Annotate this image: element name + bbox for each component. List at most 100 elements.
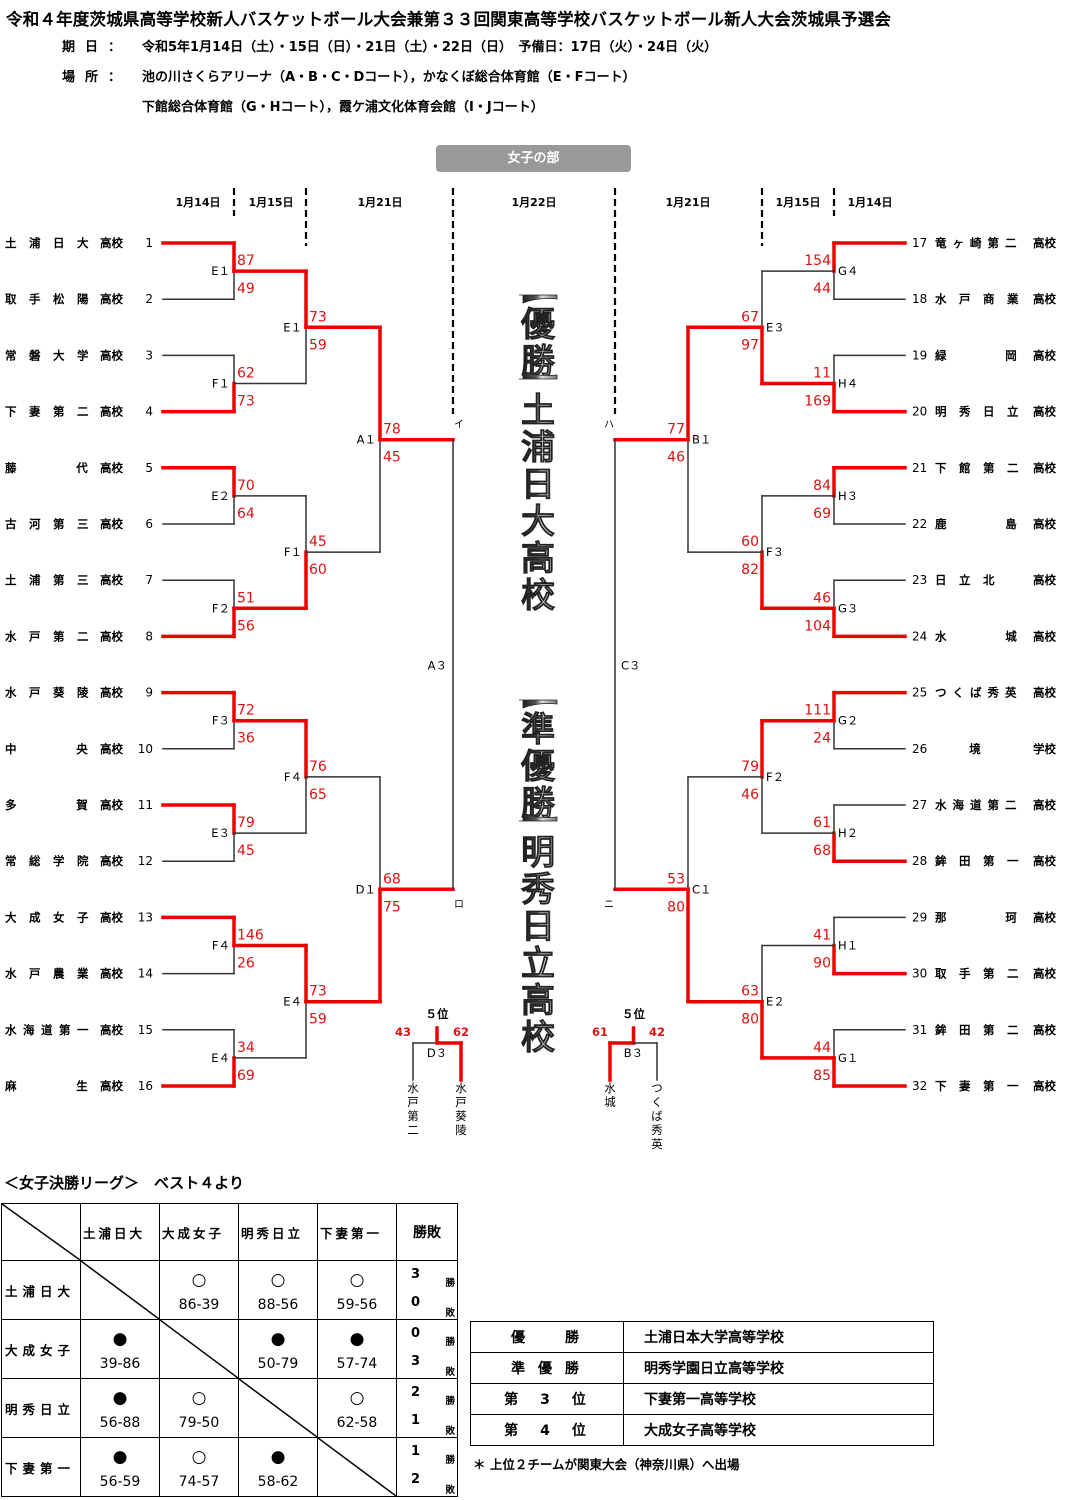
right-r1-match-7-bottom-score: 90 (813, 956, 831, 972)
ranking-school: 明秀学園日立高等学校 (623, 1352, 934, 1384)
team-name: 学 (77, 348, 89, 362)
losses-count: 1 (411, 1413, 421, 1428)
left-r1-match-5-top-score: 72 (237, 703, 255, 719)
runnerup-banner-char: 立 (521, 944, 555, 984)
team-name: 河 (29, 517, 41, 531)
team-name: 妻 (959, 1079, 971, 1093)
team-name: 第 (983, 1023, 995, 1037)
right-r2-match-3-top-score: 79 (741, 759, 759, 775)
team-number: 27 (912, 798, 927, 812)
right-r2-match-1-bottom-score: 97 (741, 337, 759, 353)
left-r2-match-1-court-label: E１ (283, 320, 302, 334)
team-number: 24 (912, 629, 927, 643)
team-suffix: 高校 (1033, 967, 1056, 981)
team-name: 院 (77, 854, 89, 868)
team-suffix: 高校 (1033, 629, 1056, 643)
league-score: 56-59 (99, 1473, 141, 1490)
ranking-school: 下妻第一高等学校 (623, 1383, 934, 1415)
league-result-cell: ●58-62 (238, 1437, 318, 1497)
team-name: 商 (983, 292, 995, 306)
left-r1-match-1-court-label: E１ (211, 264, 230, 278)
right-r1-match-7-top-score: 41 (813, 928, 831, 944)
right-r1-match-1-top-score: 154 (804, 253, 831, 269)
left-r2-match-4-top-score: 73 (309, 984, 327, 1000)
team-name: 日 (53, 236, 65, 250)
team-name: 水 (935, 292, 947, 306)
left-r1-match-8-bottom-score: 69 (237, 1068, 255, 1084)
league-score: 56-88 (99, 1414, 141, 1431)
losses-count: 3 (411, 1354, 421, 1369)
runnerup-banner-char: 優 (520, 747, 556, 787)
left-r1-match-3-bottom-score: 64 (237, 506, 255, 522)
team-suffix: 高校 (1033, 1023, 1056, 1037)
team-name: 手 (29, 292, 41, 306)
win-label: 勝 (445, 1455, 455, 1466)
league-column-header: 明秀日立 (238, 1203, 318, 1261)
team-name: 浦 (29, 236, 41, 250)
champion-banner-char: 優 (520, 305, 556, 345)
team-name: 第 (53, 517, 65, 531)
team-name: 珂 (1005, 910, 1017, 924)
team-name: 取 (5, 292, 17, 306)
team-name: く (953, 686, 965, 700)
team-name: 戸 (959, 292, 971, 306)
round-date-left-3: 1月21日 (358, 196, 403, 209)
team-suffix: 高校 (100, 967, 123, 981)
team-name: 鉾 (935, 1023, 947, 1037)
team-name: 立 (959, 573, 971, 587)
team-name: 二 (1007, 1023, 1019, 1037)
right-r1-match-7-court-label: H１ (838, 939, 858, 953)
left-r1-match-5-bottom-score: 36 (237, 731, 255, 747)
left-r1-match-4-bottom-score: 56 (237, 618, 255, 634)
runnerup-banner-char: 準 (521, 710, 555, 750)
losses-count: 2 (411, 1472, 421, 1487)
league-result-cell: ●56-88 (80, 1378, 160, 1438)
team-name: 古 (5, 517, 17, 531)
team-suffix: 高校 (100, 854, 123, 868)
team-suffix: 高校 (1033, 292, 1056, 306)
league-result-cell: ●57-74 (317, 1319, 397, 1379)
team-name: 道 (41, 1023, 53, 1037)
league-score: 39-86 (99, 1355, 141, 1372)
right-r1-match-6-bottom-score: 68 (813, 843, 831, 859)
league-result-cell: ●56-59 (80, 1437, 160, 1497)
team-name: 城 (1005, 629, 1017, 643)
fifth-place-b3-right-team-char: 秀 (651, 1123, 663, 1137)
left-r3-match-2-court-label: D１ (356, 882, 376, 896)
team-suffix: 高校 (100, 1023, 123, 1037)
team-name: つ (935, 686, 947, 700)
right-r1-match-6-top-score: 61 (813, 815, 831, 831)
loss-label: 敗 (445, 1367, 455, 1378)
league-result-cell: ○74-57 (159, 1437, 239, 1497)
right-r2-match-2-bottom-score: 82 (741, 562, 759, 578)
team-name: 第 (983, 967, 995, 981)
loss-mark-icon: ● (349, 1328, 365, 1349)
team-name: 戸 (29, 629, 41, 643)
fifth-place-d3-right-team-char: 陵 (455, 1123, 467, 1137)
team-name: 取 (935, 967, 947, 981)
wins-count: 3 (411, 1267, 421, 1282)
right-r1-match-5-top-score: 111 (804, 703, 831, 719)
team-number: 31 (912, 1023, 927, 1037)
right-r1-match-5-court-label: G２ (838, 714, 858, 728)
team-name: 鉾 (935, 854, 947, 868)
team-name: 土 (5, 573, 17, 587)
left-r2-match-1-bottom-score: 59 (309, 337, 327, 353)
team-name: 第 (53, 405, 65, 419)
team-name: 田 (959, 854, 971, 868)
venue-label: 場所： (62, 70, 132, 85)
team-number: 15 (138, 1023, 153, 1037)
date-label: 期日： (62, 40, 132, 55)
team-name: 手 (959, 967, 971, 981)
slot-label-ハ: ハ (604, 420, 614, 431)
right-r1-match-3-court-label: H３ (838, 489, 858, 503)
round-date-left-2: 1月15日 (249, 196, 294, 209)
loss-mark-icon: ● (112, 1328, 128, 1349)
team-number: 8 (145, 629, 153, 643)
league-score: 79-50 (178, 1414, 220, 1431)
loss-label: 敗 (445, 1308, 455, 1319)
team-name: 水 (935, 629, 947, 643)
team-number: 30 (912, 967, 927, 981)
team-name: 水 (5, 686, 17, 700)
